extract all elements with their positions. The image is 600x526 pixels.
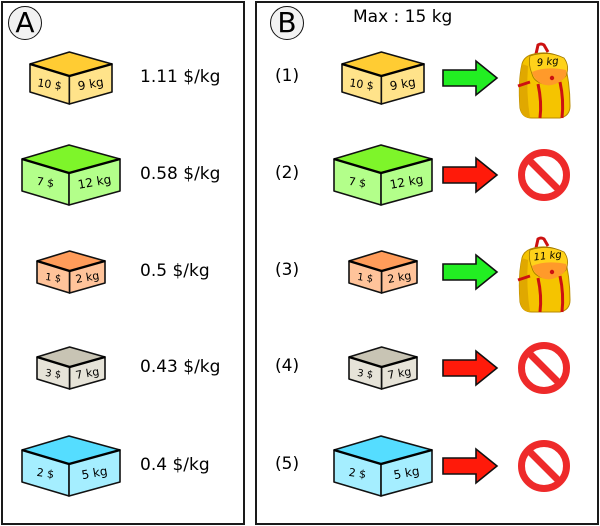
- value-ratio-label: 0.5 $/kg: [140, 261, 210, 281]
- backpack-pocket: [532, 68, 567, 86]
- item-box: 10 $ 9 kg: [341, 51, 425, 105]
- value-ratio-label: 0.58 $/kg: [140, 164, 221, 184]
- box-price-label: 10 $: [37, 76, 63, 92]
- item-box: 2 $ 5 kg: [333, 435, 433, 497]
- box-price-label: 2 $: [348, 466, 367, 481]
- step-number-label: (1): [275, 66, 300, 86]
- box-weight-label: 2 kg: [387, 269, 413, 286]
- box-weight-label: 5 kg: [80, 464, 108, 482]
- value-ratio-label: 0.43 $/kg: [140, 357, 221, 377]
- box-edge: [348, 355, 418, 369]
- step-number-label: (3): [275, 260, 300, 280]
- box-edge: [21, 448, 121, 466]
- reject-arrow-icon: [442, 447, 499, 485]
- arrow-shape: [442, 156, 499, 194]
- max-capacity-label: Max : 15 kg: [353, 7, 453, 27]
- box-weight-label: 9 kg: [389, 75, 417, 93]
- backpack-pocket: [532, 262, 567, 280]
- box-edge: [21, 157, 121, 175]
- box-weight-label: 2 kg: [75, 269, 101, 286]
- box-edge: [36, 259, 106, 273]
- prohibited-icon: [518, 440, 570, 492]
- item-box: 1 $ 2 kg: [348, 250, 418, 294]
- item-box: 3 $ 7 kg: [36, 346, 106, 390]
- box-price-label: 10 $: [349, 76, 375, 92]
- box-weight-label: 12 kg: [77, 172, 113, 192]
- reject-arrow-icon: [442, 349, 499, 387]
- item-box: 7 $ 12 kg: [333, 144, 433, 206]
- box-edge: [348, 259, 418, 273]
- step-number-label: (2): [275, 163, 300, 183]
- backpack-side: [519, 64, 530, 118]
- panel-b: B Max : 15 kg (1) 10 $ 9 kg 9 kg (2) 7 $ 12 kg…: [255, 1, 599, 525]
- box-edge: [333, 157, 433, 175]
- box-price-label: 1 $: [356, 272, 373, 285]
- backpack-button: [549, 75, 555, 81]
- box-edge: [29, 62, 113, 78]
- box-price-label: 3 $: [44, 368, 61, 381]
- box-price-label: 3 $: [356, 368, 373, 381]
- backpack-icon: 9 kg: [517, 42, 571, 119]
- panel-a: A 10 $ 9 kg 1.11 $/kg 7 $ 12 kg 0.58 $/kg 1 $ 2…: [1, 1, 245, 525]
- step-number-label: (5): [275, 454, 300, 474]
- box-weight-label: 5 kg: [392, 464, 420, 482]
- backpack-handle: [534, 236, 550, 249]
- panel-b-badge: B: [270, 6, 304, 40]
- arrow-shape: [442, 59, 499, 97]
- backpack-weight-label: 11 kg: [533, 250, 562, 264]
- prohibited-icon: [518, 149, 570, 201]
- arrow-shape: [442, 253, 499, 291]
- backpack-strap: [517, 274, 531, 282]
- item-box: 10 $ 9 kg: [29, 51, 113, 105]
- box-price-label: 7 $: [348, 175, 367, 190]
- backpack-icon: 11 kg: [517, 236, 571, 313]
- value-ratio-label: 0.4 $/kg: [140, 455, 210, 475]
- backpack-strap: [558, 81, 565, 119]
- backpack-strap: [517, 80, 531, 88]
- backpack-strap: [558, 275, 565, 313]
- box-weight-label: 9 kg: [77, 75, 105, 93]
- accept-arrow-icon: [442, 253, 499, 291]
- box-weight-label: 7 kg: [387, 365, 413, 382]
- item-box: 2 $ 5 kg: [21, 435, 121, 497]
- reject-arrow-icon: [442, 156, 499, 194]
- backpack-strap: [536, 83, 543, 119]
- box-weight-label: 7 kg: [75, 365, 101, 382]
- box-price-label: 2 $: [36, 466, 55, 481]
- backpack-handle: [534, 42, 550, 55]
- box-edge: [36, 355, 106, 369]
- prohibited-slash: [526, 448, 562, 484]
- prohibited-icon: [518, 342, 570, 394]
- backpack-button: [549, 269, 555, 275]
- prohibited-slash: [526, 157, 562, 193]
- step-number-label: (4): [275, 356, 300, 376]
- value-ratio-label: 1.11 $/kg: [140, 67, 221, 87]
- box-weight-label: 12 kg: [389, 172, 425, 192]
- backpack-strap: [536, 277, 543, 313]
- box-edge: [341, 62, 425, 78]
- box-price-label: 1 $: [44, 272, 61, 285]
- accept-arrow-icon: [442, 59, 499, 97]
- item-box: 7 $ 12 kg: [21, 144, 121, 206]
- backpack-side: [519, 258, 530, 312]
- arrow-shape: [442, 447, 499, 485]
- item-box: 1 $ 2 kg: [36, 250, 106, 294]
- box-price-label: 7 $: [36, 175, 55, 190]
- box-edge: [333, 448, 433, 466]
- prohibited-slash: [526, 350, 562, 386]
- arrow-shape: [442, 349, 499, 387]
- backpack-weight-label: 9 kg: [536, 56, 559, 69]
- panel-a-badge: A: [8, 6, 42, 40]
- item-box: 3 $ 7 kg: [348, 346, 418, 390]
